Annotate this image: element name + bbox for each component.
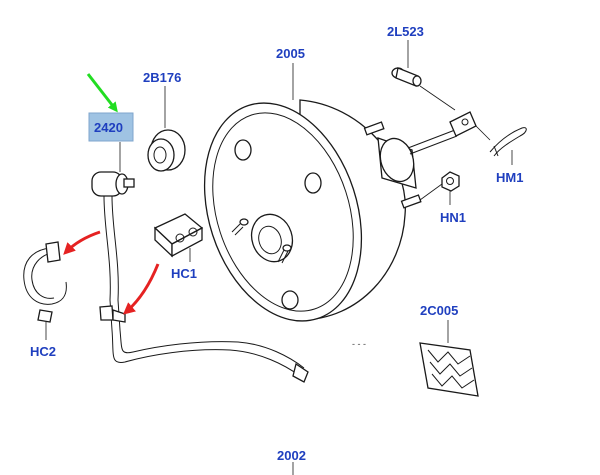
- booster-stud-rear-top: [363, 121, 385, 136]
- green-indicator-arrow: [86, 73, 118, 113]
- red-arrow-to-hose: [122, 263, 160, 315]
- decorative-dash-marks: - - -: [352, 339, 366, 349]
- grommet-2b176[interactable]: [147, 86, 186, 172]
- label-2b176[interactable]: 2B176: [143, 70, 181, 85]
- red-arrow-to-hc2: [63, 230, 101, 255]
- hose-clamp-hc1[interactable]: [153, 213, 204, 262]
- gasket-2c005[interactable]: [419, 320, 479, 397]
- nut-hn1[interactable]: [419, 171, 460, 205]
- label-hm1[interactable]: HM1: [496, 170, 523, 185]
- booster-stud-rear-bottom: [400, 194, 422, 209]
- label-2002[interactable]: 2002: [277, 448, 306, 463]
- part-highlight-box: [88, 112, 134, 142]
- label-2c005[interactable]: 2C005: [420, 303, 458, 318]
- check-valve-2420[interactable]: [91, 142, 135, 197]
- label-hc1[interactable]: HC1: [171, 266, 197, 281]
- label-hc2[interactable]: HC2: [30, 344, 56, 359]
- hose-clip-hc2[interactable]: [23, 241, 67, 340]
- clevis-pin-2l523[interactable]: [391, 40, 456, 111]
- label-2l523[interactable]: 2L523: [387, 24, 424, 39]
- vacuum-hose-2002[interactable]: [99, 195, 309, 475]
- booster-stud-front-right: [277, 244, 292, 264]
- label-hn1[interactable]: HN1: [440, 210, 466, 225]
- booster-stud-front-left: [231, 218, 249, 236]
- brake-booster[interactable]: [178, 63, 477, 341]
- label-2005[interactable]: 2005: [276, 46, 305, 61]
- label-2420[interactable]: 2420: [94, 120, 123, 135]
- retaining-clip-hm1[interactable]: [475, 125, 527, 165]
